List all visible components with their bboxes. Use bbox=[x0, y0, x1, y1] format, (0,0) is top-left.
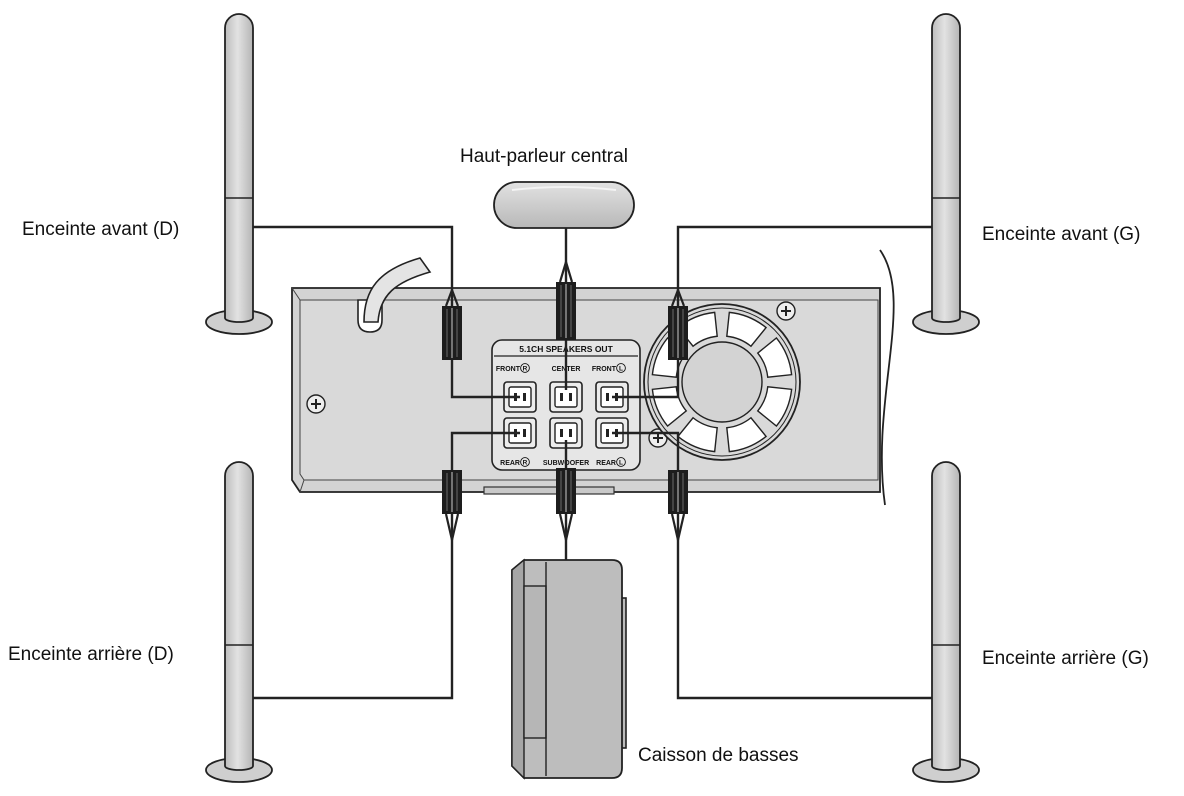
center-speaker bbox=[493, 181, 635, 229]
wire-split bbox=[558, 261, 574, 283]
l-mark: L bbox=[619, 460, 623, 467]
center-speaker-label: Haut-parleur central bbox=[460, 146, 628, 167]
front-l-text: FRONT bbox=[592, 366, 617, 373]
front-right-label: Enceinte avant (D) bbox=[22, 219, 180, 240]
rear-right-speaker bbox=[205, 461, 273, 783]
connector-front-right bbox=[442, 306, 462, 360]
wire-rear-right bbox=[252, 431, 520, 700]
front-left-label: Enceinte avant (G) bbox=[982, 224, 1141, 245]
front-left-speaker bbox=[912, 13, 980, 335]
wire-connectors bbox=[442, 261, 688, 541]
subwoofer bbox=[511, 558, 627, 780]
rear-left-label: Enceinte arrière (G) bbox=[982, 648, 1149, 669]
terminal-label-rear-l: REAR L bbox=[596, 457, 626, 467]
terminal-label-rear-r: REAR R bbox=[500, 457, 530, 467]
power-cord bbox=[357, 257, 432, 333]
subwoofer-label: Caisson de basses bbox=[638, 745, 799, 766]
front-right-speaker bbox=[205, 13, 273, 335]
wire-split bbox=[670, 513, 686, 541]
wire-split bbox=[670, 289, 686, 307]
rear-r-text: REAR bbox=[500, 460, 520, 467]
connector-rear-right bbox=[442, 470, 462, 514]
terminal-label-front-r: FRONT R bbox=[496, 363, 530, 373]
connector-center bbox=[556, 282, 576, 340]
cooling-fan-icon bbox=[643, 303, 801, 461]
terminal-subwoofer bbox=[549, 417, 583, 449]
wire-split bbox=[444, 513, 460, 541]
wire-split bbox=[444, 289, 460, 307]
screw-icon bbox=[306, 394, 326, 414]
wire-split bbox=[558, 513, 574, 541]
wire-rear-left bbox=[612, 431, 938, 700]
connector-front-left bbox=[668, 306, 688, 360]
l-mark: L bbox=[619, 366, 623, 373]
r-mark: R bbox=[523, 366, 528, 373]
terminal-label-front-l: FRONT L bbox=[592, 363, 626, 373]
connector-subwoofer bbox=[556, 468, 576, 514]
connector-rear-left bbox=[668, 470, 688, 514]
front-r-text: FRONT bbox=[496, 366, 521, 373]
rear-right-label: Enceinte arrière (D) bbox=[8, 644, 174, 665]
rear-l-text: REAR bbox=[596, 460, 616, 467]
screw-icon bbox=[776, 301, 796, 321]
tower-speakers bbox=[205, 13, 980, 783]
r-mark: R bbox=[523, 460, 528, 467]
rear-left-speaker bbox=[912, 461, 980, 783]
